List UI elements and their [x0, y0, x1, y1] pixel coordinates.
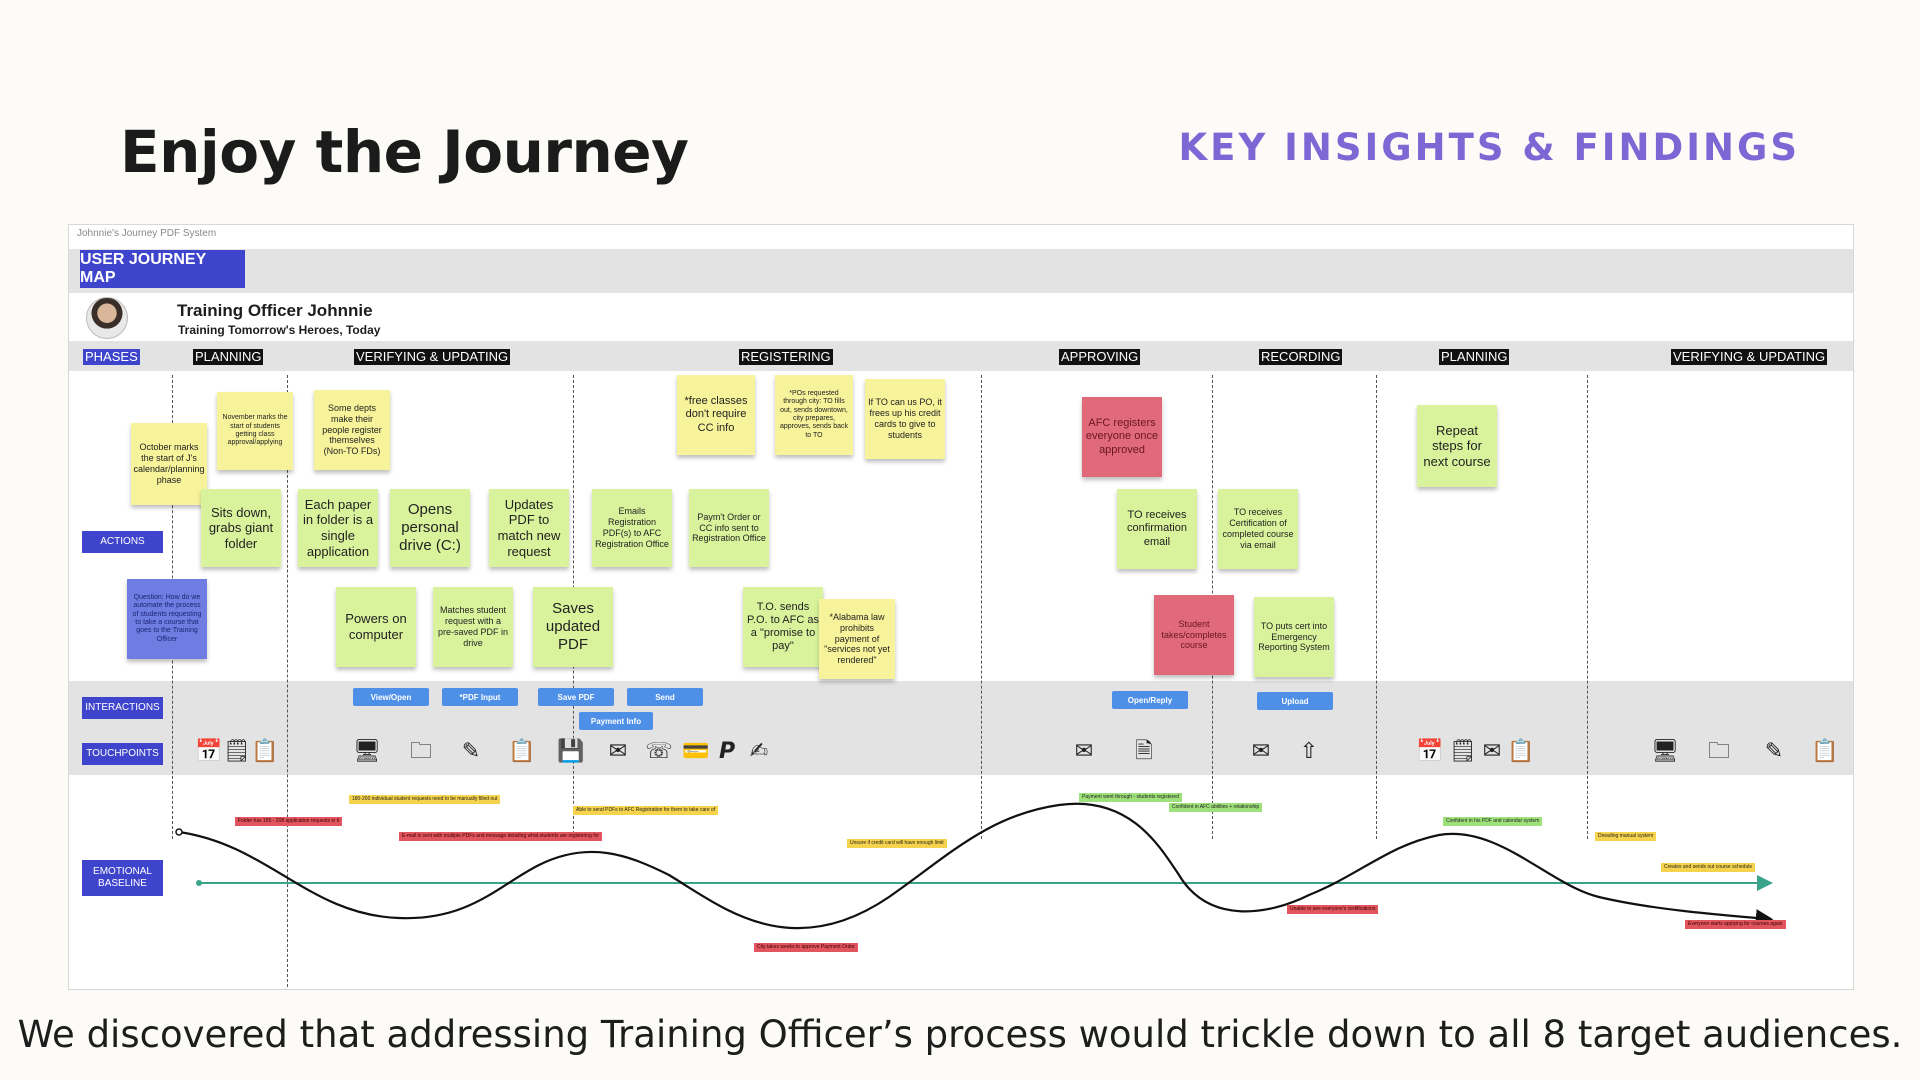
- emotion-note: Unsure if credit card will have enough l…: [847, 839, 947, 848]
- page-title: Enjoy the Journey: [120, 118, 688, 186]
- emotion-note: Unable to see everyone's certifications: [1287, 905, 1378, 914]
- emotion-curve-start: [176, 829, 182, 835]
- emotion-note: Dreading manual system: [1595, 832, 1656, 841]
- emotion-note: Confident in AFC abilities + relationshi…: [1169, 803, 1262, 812]
- emotion-note: Payment went through - students register…: [1079, 793, 1182, 802]
- emotion-note: Confident in his PDF and calendar system: [1443, 817, 1542, 826]
- key-insights-heading: KEY INSIGHTS & FINDINGS: [1179, 126, 1801, 169]
- baseline-start: [196, 880, 202, 886]
- emotion-note: Able to send PDFs to AFC Registration fo…: [573, 806, 718, 815]
- emotion-note: City takes weeks to approve Payment Orde…: [754, 943, 858, 952]
- emotion-note: E-mail is sent with multiple PDFs and me…: [399, 832, 602, 841]
- footer-statement: We discovered that addressing Training O…: [0, 1013, 1920, 1056]
- emotion-curve-chart: [69, 225, 1853, 989]
- journey-map-board: Johnnie's Journey PDF System USER JOURNE…: [68, 224, 1854, 990]
- emotion-note: 180-200 individual student requests need…: [349, 795, 500, 804]
- emotion-note: Everyone starts applying for courses aga…: [1685, 920, 1786, 929]
- emotion-note: Creates and sends out course schedule: [1661, 863, 1755, 872]
- emotion-note: Folder has 185 - 208 application request…: [235, 817, 342, 826]
